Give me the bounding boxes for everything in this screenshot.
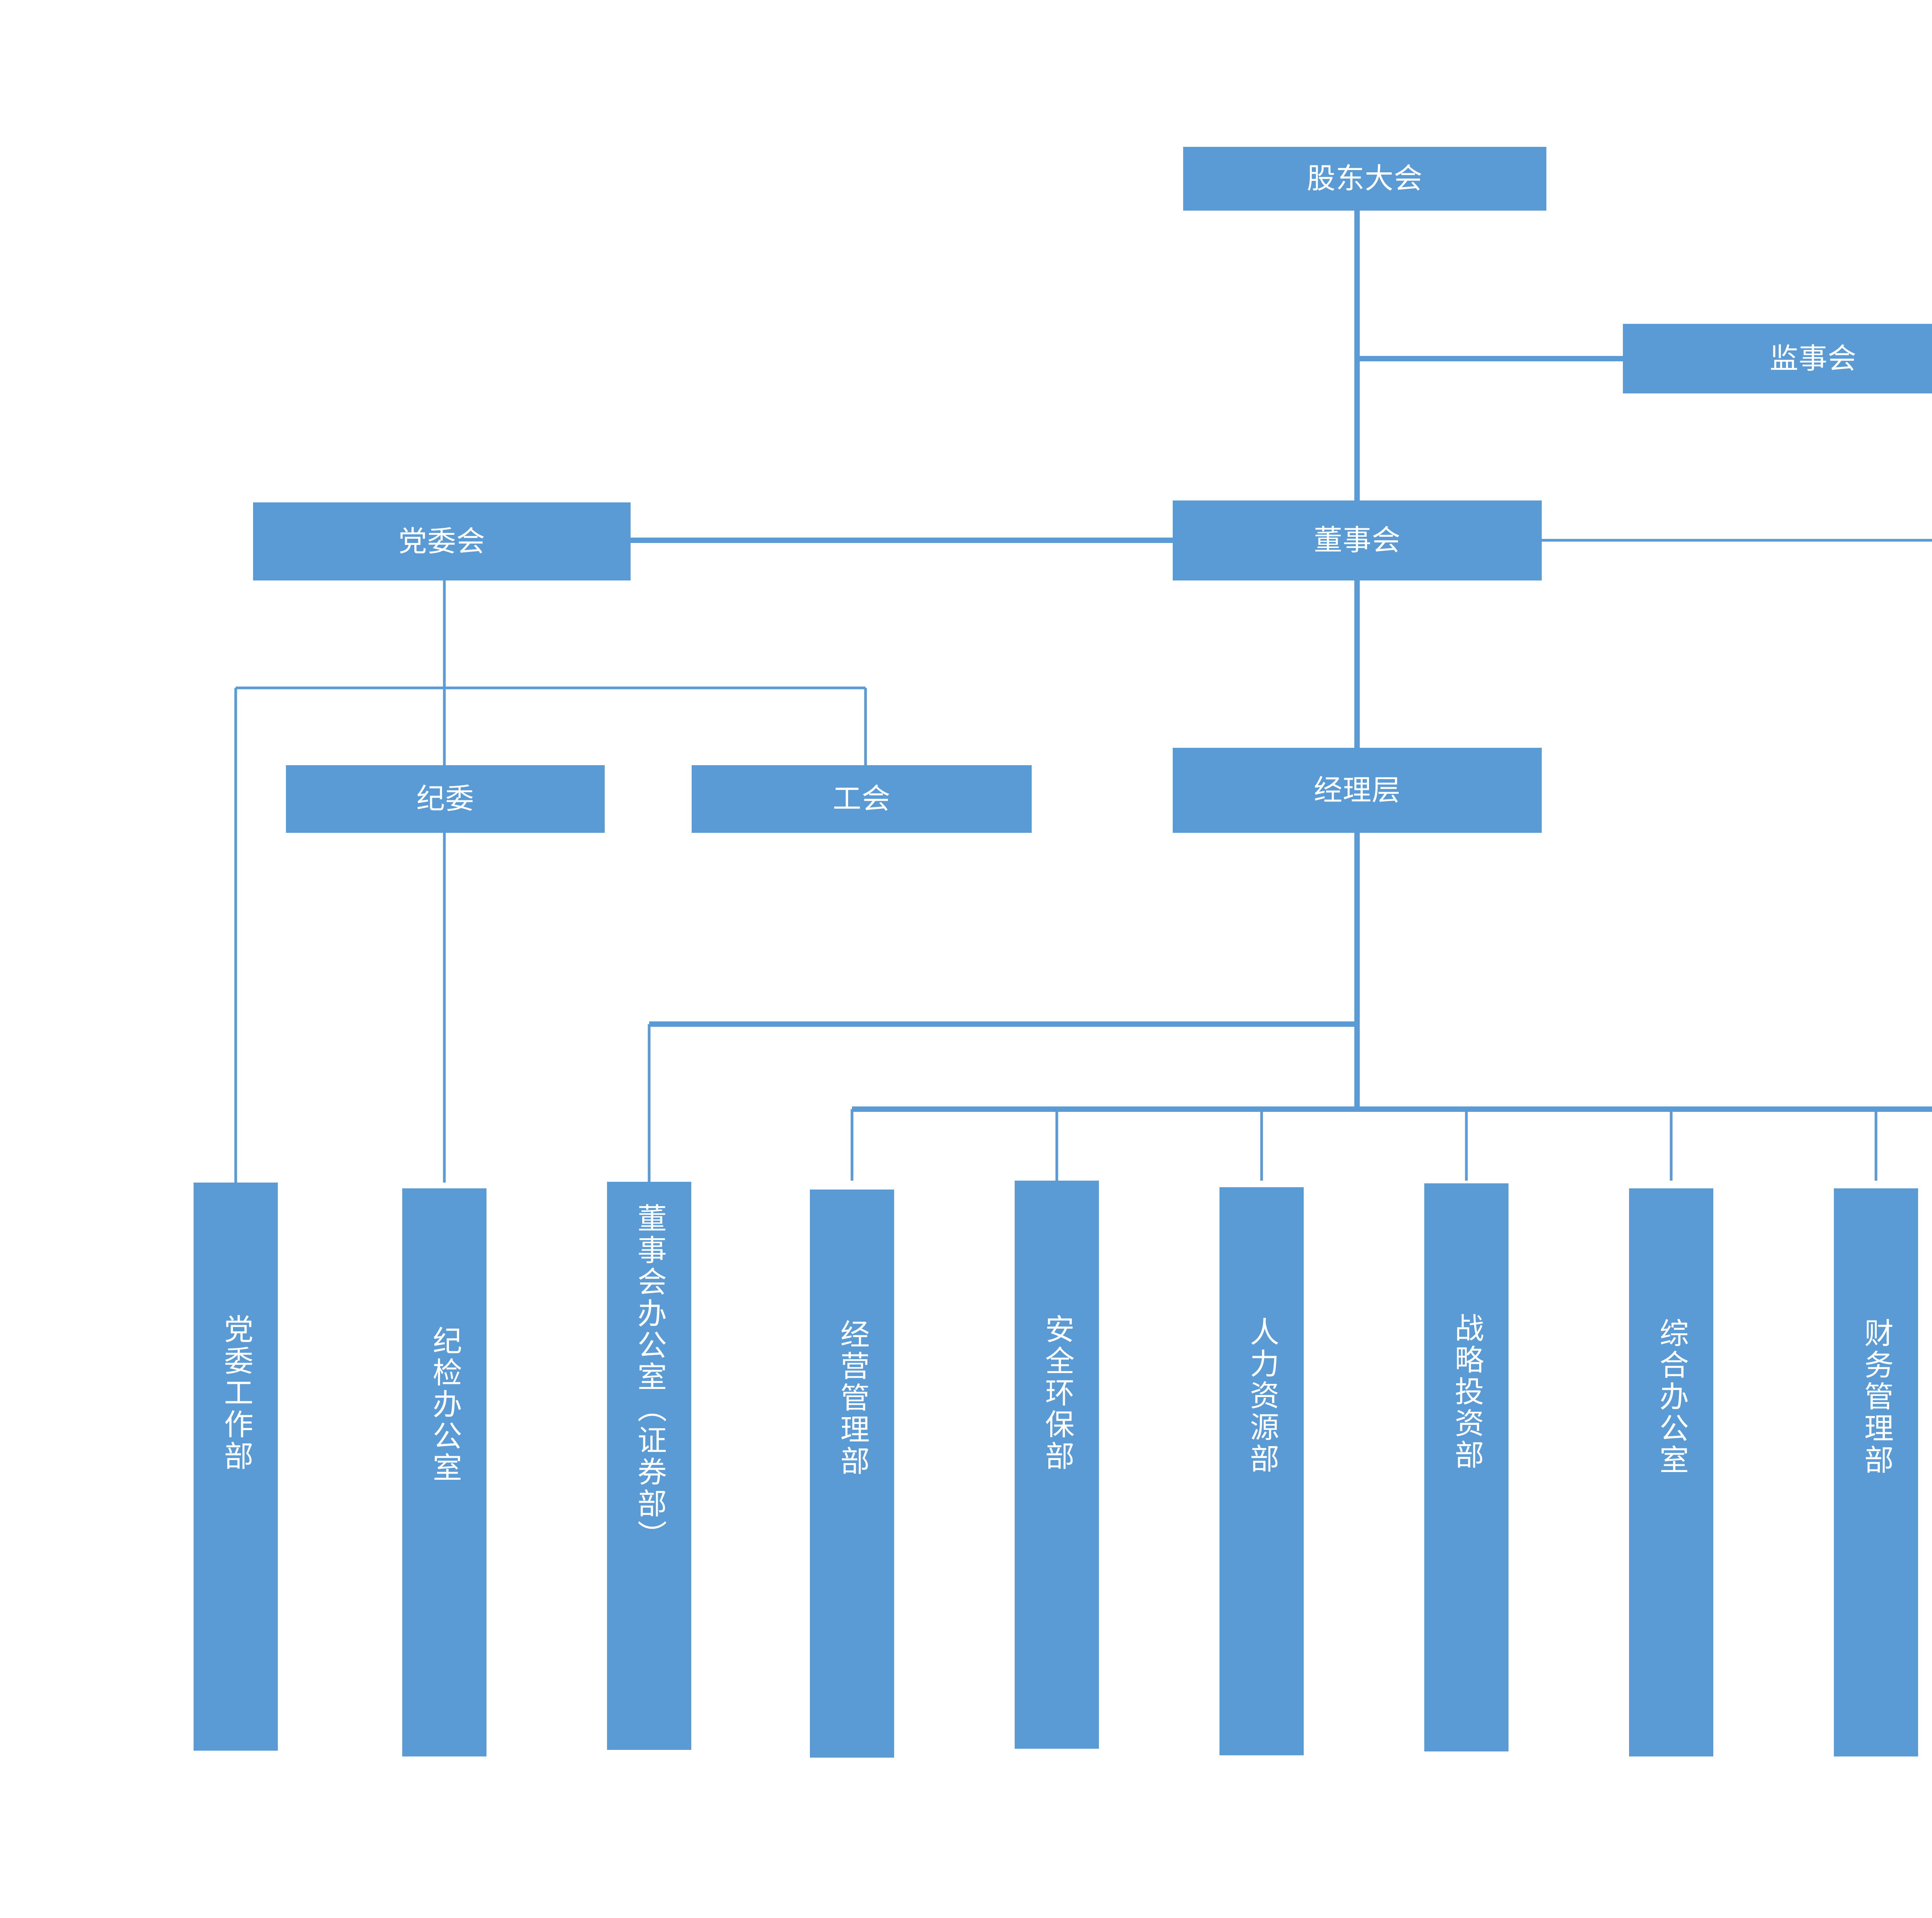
node-label-dept-discipline-office: 纪检办公室 [428, 1326, 461, 1484]
node-label-board-of-directors: 董事会 [1314, 524, 1401, 557]
node-label-dept-operations: 经营管理部 [835, 1319, 869, 1477]
node-management-layer[interactable]: 经理层 [1173, 748, 1542, 833]
node-party-committee[interactable]: 党委会 [253, 502, 631, 580]
node-label-management-layer: 经理层 [1314, 774, 1401, 806]
node-shareholders-meeting[interactable]: 股东大会 [1183, 147, 1546, 211]
node-label-shareholders-meeting: 股东大会 [1307, 162, 1423, 195]
node-label-dept-board-office: 董事会办公室（证券部） [633, 1203, 666, 1552]
node-label-party-committee: 党委会 [398, 525, 485, 557]
node-dept-party-work[interactable]: 党委工作部 [194, 1183, 278, 1751]
node-dept-operations[interactable]: 经营管理部 [810, 1190, 894, 1758]
node-label-labor-union: 工会 [833, 783, 891, 815]
node-label-dept-strategy-invest: 战略投资部 [1450, 1313, 1483, 1471]
node-dept-strategy-invest[interactable]: 战略投资部 [1424, 1183, 1509, 1751]
node-labor-union[interactable]: 工会 [692, 765, 1032, 833]
node-dept-general-office[interactable]: 综合办公室 [1629, 1188, 1713, 1756]
node-label-dept-general-office: 综合办公室 [1655, 1318, 1688, 1476]
node-supervisory-board[interactable]: 监事会 [1623, 324, 1932, 393]
node-label-dept-hr: 人力资源部 [1245, 1317, 1278, 1475]
node-dept-finance[interactable]: 财务管理部 [1834, 1188, 1918, 1756]
node-dept-safety-env[interactable]: 安全环保部 [1015, 1181, 1099, 1749]
node-label-dept-finance: 财务管理部 [1859, 1318, 1893, 1476]
node-board-of-directors[interactable]: 董事会 [1173, 500, 1542, 580]
node-label-supervisory-board: 监事会 [1770, 342, 1857, 374]
node-label-dept-party-work: 党委工作部 [219, 1314, 252, 1472]
node-dept-hr[interactable]: 人力资源部 [1219, 1187, 1304, 1755]
node-label-dept-safety-env: 安全环保部 [1040, 1314, 1073, 1472]
node-label-discipline-committee: 纪委 [416, 783, 474, 815]
node-dept-board-office[interactable]: 董事会办公室（证券部） [607, 1182, 691, 1750]
node-discipline-committee[interactable]: 纪委 [286, 765, 605, 833]
node-dept-discipline-office[interactable]: 纪检办公室 [402, 1188, 486, 1756]
